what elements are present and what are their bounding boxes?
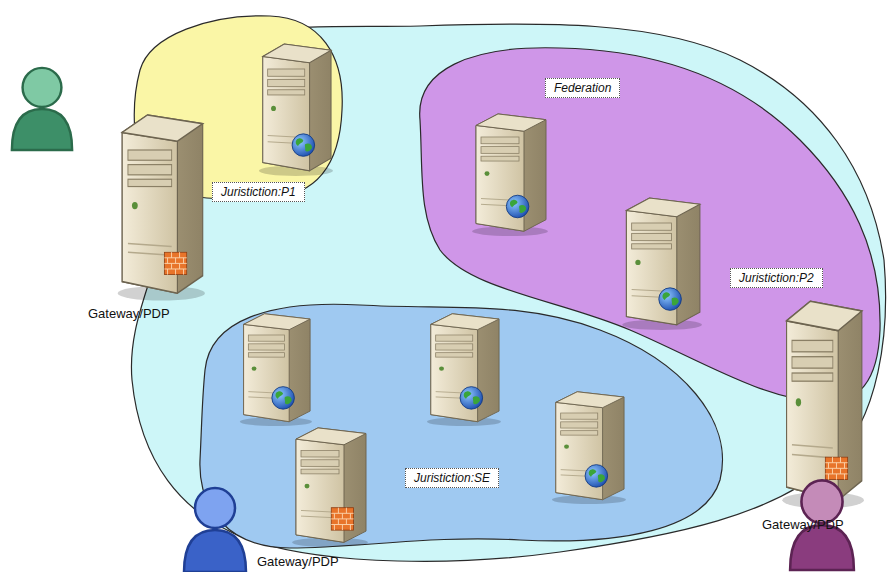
gateway-server	[118, 115, 205, 301]
user-icon	[184, 488, 246, 572]
gateway-label: Gateway/PDP	[760, 517, 846, 532]
gateway-label: Gateway/PDP	[86, 306, 172, 321]
region-label: Federation	[545, 78, 620, 98]
gateway-label-holder: Gateway/PDP	[86, 304, 172, 322]
gateway-label: Gateway/PDP	[255, 554, 341, 569]
region-label: Juristiction:SE	[405, 468, 499, 488]
gateway-server	[782, 301, 864, 508]
gateway-label-holder: Gateway/PDP	[255, 552, 341, 570]
region-label-holder: Juristiction:SE	[405, 468, 499, 488]
web-server	[240, 314, 312, 426]
web-server	[472, 114, 548, 236]
region-label: Juristiction:P1	[212, 182, 305, 202]
gateway-server	[292, 428, 368, 547]
region-label: Juristiction:P2	[730, 268, 823, 288]
web-server	[259, 44, 333, 176]
region-label-holder: Juristiction:P2	[730, 268, 823, 288]
web-server	[622, 198, 702, 330]
region-label-holder: Federation	[545, 78, 620, 98]
gateway-label-holder: Gateway/PDP	[760, 515, 846, 533]
user-icon	[12, 68, 72, 150]
web-server	[552, 392, 626, 504]
region-label-holder: Juristiction:P1	[212, 182, 305, 202]
web-server	[427, 314, 501, 426]
